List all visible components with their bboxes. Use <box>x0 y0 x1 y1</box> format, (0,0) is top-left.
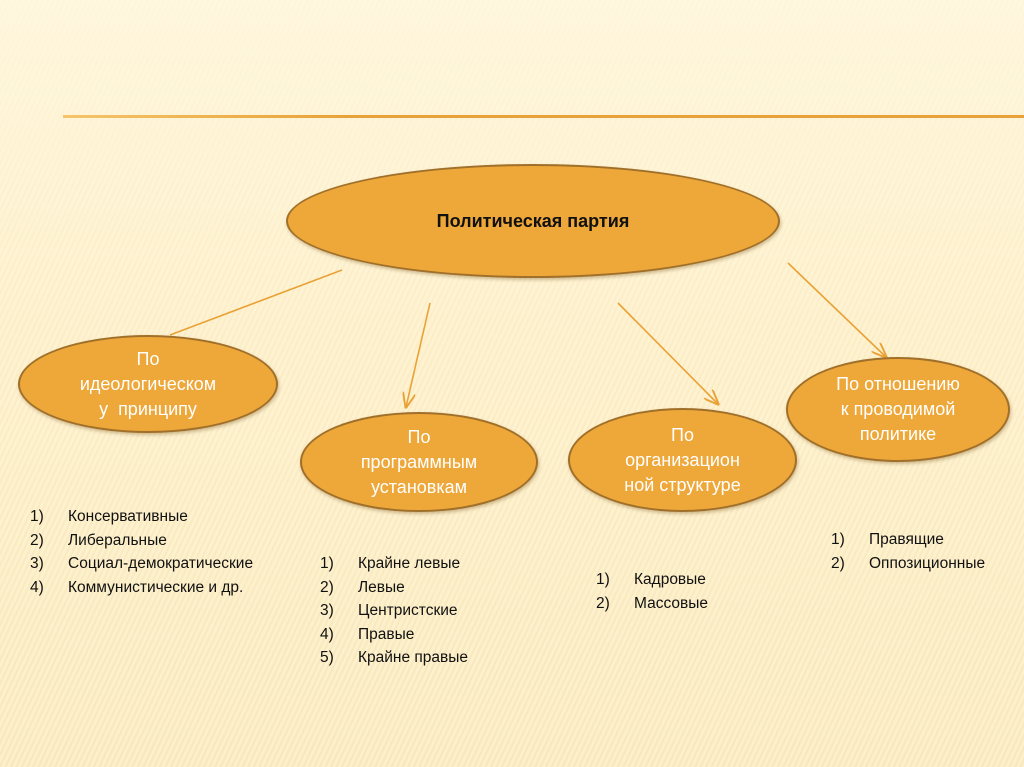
list-ideology: 1)Консервативные 2)Либеральные 3)Социал-… <box>30 505 253 599</box>
list-item: 2)Левые <box>320 578 405 596</box>
list-item: 4)Коммунистические и др. <box>30 578 244 596</box>
list-item: 2)Массовые <box>596 594 708 612</box>
node-label: у принципу <box>99 398 197 419</box>
root-label: Политическая партия <box>436 210 630 231</box>
list-organization: 1)Кадровые 2)Массовые <box>596 568 708 615</box>
node-program: По программным установкам <box>300 412 538 512</box>
node-label: По отношению <box>836 374 960 394</box>
node-label: По <box>407 426 431 447</box>
list-program: 1)Крайне левые 2)Левые 3)Центристские 4)… <box>320 552 468 670</box>
arrow-program <box>406 302 431 407</box>
node-label: По <box>671 424 694 445</box>
node-label: идеологическом <box>79 373 217 394</box>
list-item: 5)Крайне правые <box>320 649 469 666</box>
list-policy: 1)Правящие 2)Оппозиционные <box>831 528 985 575</box>
list-item: 1)Консервативные <box>30 508 188 525</box>
list-item: 4)Правые <box>320 625 415 643</box>
root-node: Политическая партия <box>286 164 780 278</box>
node-label: установкам <box>370 476 467 497</box>
list-item: 1)Правящие <box>831 531 944 548</box>
list-item: 3)Социал-демократические <box>30 555 254 572</box>
arrow-ideology <box>169 269 343 336</box>
list-item: 1)Крайне левые <box>320 555 461 572</box>
node-ideology: По идеологическом у принципу <box>18 335 278 433</box>
title-divider <box>63 115 1024 118</box>
list-item: 1)Кадровые <box>596 571 706 588</box>
node-policy: По отношению к проводимой политике <box>786 357 1010 462</box>
node-label: По <box>136 348 160 369</box>
arrow-organization <box>617 302 718 404</box>
node-organization: По организацион ной структуре <box>568 408 797 512</box>
node-label: программным <box>360 451 478 472</box>
list-item: 2)Либеральные <box>30 531 167 549</box>
arrow-policy <box>787 262 886 357</box>
list-item: 3)Центристские <box>320 602 458 619</box>
list-item: 2)Оппозиционные <box>831 554 986 572</box>
node-label: организацион <box>625 449 740 470</box>
node-label: к проводимой <box>840 399 956 419</box>
node-label: политике <box>859 424 937 444</box>
node-label: ной структуре <box>624 474 741 495</box>
